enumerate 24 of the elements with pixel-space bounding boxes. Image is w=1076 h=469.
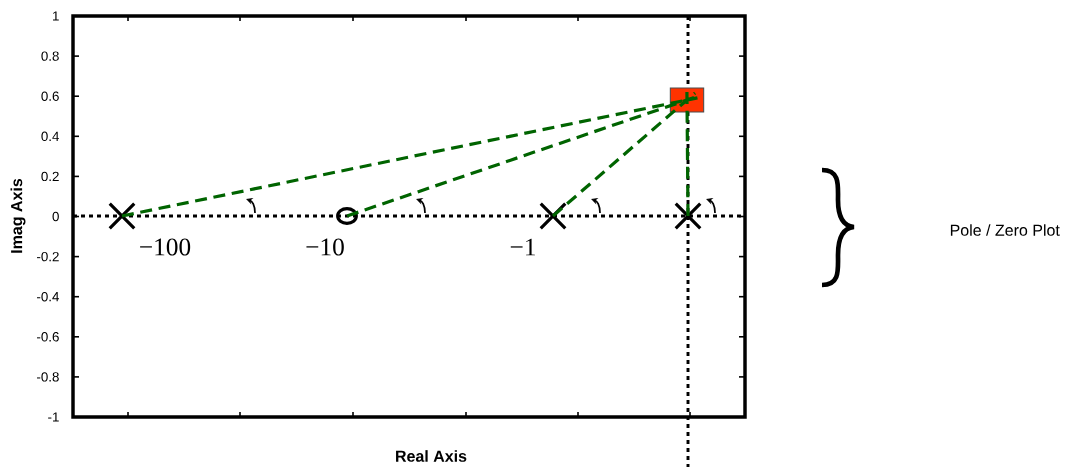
value-label: −1 [510, 238, 535, 256]
value-label: −100 [140, 238, 191, 256]
dashed-line [551, 91, 697, 218]
tick-label: 0.6 [41, 91, 59, 101]
tick-label: 1 [53, 11, 59, 21]
dashed-line [121, 96, 698, 218]
pole-marker [108, 202, 136, 230]
tick-label: 0.8 [41, 51, 59, 61]
dashed-line [685, 89, 690, 217]
plot-title: Pole / Zero Plot [950, 224, 1060, 236]
tick-label: 0 [52, 211, 59, 222]
tick-label: -0.6 [37, 332, 59, 342]
tick-label: 0.4 [41, 131, 59, 141]
tick-label: -0.8 [37, 372, 59, 382]
value-label: −10 [306, 238, 344, 256]
tick-label: -0.4 [37, 292, 59, 302]
tick-label: -1 [48, 412, 59, 422]
axis-title: Real Axis [396, 450, 467, 462]
pole-marker [674, 202, 702, 230]
axis-title: Imag Axis [10, 178, 26, 253]
tick-label: -0.2 [37, 251, 59, 262]
zero-marker [336, 207, 358, 225]
tick-label: 0.2 [41, 171, 59, 182]
pole-marker [539, 202, 567, 230]
